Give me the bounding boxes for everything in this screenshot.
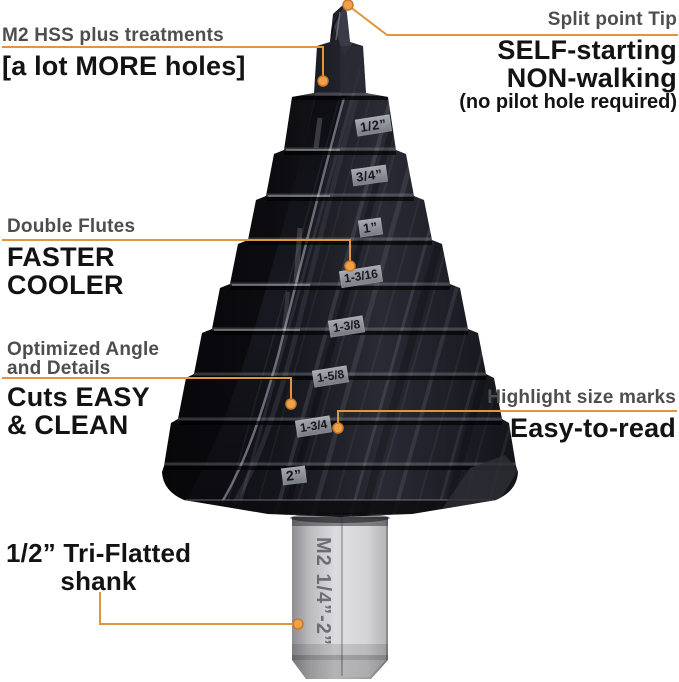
shank-engraving: M2 1/4”-2” — [312, 537, 334, 646]
callout-flutes-headline-2: COOLER — [7, 270, 124, 300]
callout-material-label: M2 HSS plus treatments — [2, 25, 224, 46]
callout-geometry-headline-2: & CLEAN — [7, 410, 129, 440]
callout-material: M2 HSS plus treatments [a lot MORE holes… — [2, 25, 246, 80]
callout-flutes-label: Double Flutes — [7, 216, 136, 237]
callout-tip-headline-2: NON-walking — [506, 63, 677, 93]
callout-material-headline: [a lot MORE holes] — [2, 51, 246, 81]
callout-shank: 1/2” Tri-Flatted shank — [6, 539, 191, 595]
callout-flutes: Double Flutes FASTER COOLER — [7, 216, 135, 299]
size-mark-plate: 1” — [357, 217, 383, 238]
size-mark-plate: 2” — [281, 465, 307, 486]
callout-shank-headline-1: 1/2” Tri-Flatted — [6, 538, 192, 568]
callout-geometry-label-2: and Details — [7, 358, 111, 379]
callout-size-marks: Highlight size marks Easy-to-read — [487, 387, 676, 442]
callout-tip-headline-1: SELF-starting — [497, 35, 677, 65]
callout-flutes-headline-1: FASTER — [7, 242, 115, 272]
callout-size-marks-headline: Easy-to-read — [510, 413, 676, 443]
callout-geometry-headline-1: Cuts EASY — [7, 382, 150, 412]
callout-size-marks-label: Highlight size marks — [487, 387, 676, 408]
callout-shank-headline-2: shank — [60, 566, 137, 596]
shank — [292, 517, 388, 679]
callout-tip-note: (no pilot hole required) — [459, 91, 677, 113]
callout-geometry: Optimized Angle and Details Cuts EASY & … — [7, 340, 159, 439]
callout-tip: Split point Tip SELF-starting NON-walkin… — [459, 9, 677, 113]
callout-geometry-label-1: Optimized Angle — [7, 339, 160, 360]
callout-tip-label: Split point Tip — [547, 9, 677, 30]
